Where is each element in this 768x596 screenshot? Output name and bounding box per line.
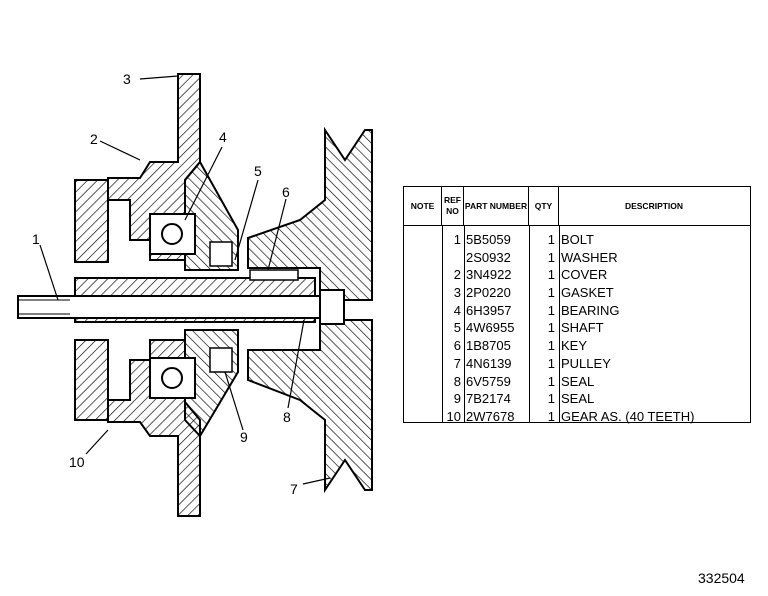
table-row: 8 6V5759 1 SEAL <box>404 373 750 391</box>
table-row: 1 5B5059 1 BOLT <box>404 231 750 249</box>
key <box>249 269 299 281</box>
callout-2: 2 <box>90 131 98 147</box>
part-number: 2S0932 <box>466 249 511 265</box>
assembly-cross-section-drawing <box>17 73 373 517</box>
ref-no: 6 <box>453 338 461 354</box>
table-row: 2S0932 1 WASHER <box>404 249 750 267</box>
description: BEARING <box>561 302 620 318</box>
bearing-upper <box>149 213 196 255</box>
ref-no: 5 <box>453 320 461 336</box>
qty: 1 <box>547 373 555 389</box>
callout-3: 3 <box>123 71 131 87</box>
ref-no: 2 <box>453 267 461 283</box>
qty: 1 <box>547 249 555 265</box>
col-divider <box>529 225 530 422</box>
seal-upper <box>209 241 233 267</box>
description: GEAR AS. (40 TEETH) <box>561 408 695 424</box>
qty: 1 <box>547 267 555 283</box>
part-number: 6V5759 <box>466 373 511 389</box>
callout-6: 6 <box>282 184 290 200</box>
table-row: 5 4W6955 1 SHAFT <box>404 319 750 337</box>
qty: 1 <box>547 285 555 301</box>
ref-no: 4 <box>453 302 461 318</box>
ref-no: 10 <box>446 408 461 424</box>
cover <box>74 179 109 263</box>
bolt-head <box>319 289 345 325</box>
table-row: 9 7B2174 1 SEAL <box>404 390 750 408</box>
part-number: 1B8705 <box>466 338 511 354</box>
part-number: 4N6139 <box>466 355 512 371</box>
pulley-upper <box>247 126 373 301</box>
part-number: 4W6955 <box>466 320 515 336</box>
part-number: 3N4922 <box>466 267 512 283</box>
qty: 1 <box>547 391 555 407</box>
table-row: 7 4N6139 1 PULLEY <box>404 355 750 373</box>
callout-8: 8 <box>283 409 291 425</box>
col-divider <box>464 225 465 422</box>
part-number: 6H3957 <box>466 302 512 318</box>
ref-no: 8 <box>453 373 461 389</box>
description: WASHER <box>561 249 618 265</box>
part-number: 2P0220 <box>466 285 511 301</box>
header-qty: QTY <box>529 187 559 225</box>
header-description: DESCRIPTION <box>624 200 684 211</box>
description: SEAL <box>561 373 595 389</box>
header-note: NOTE <box>404 187 442 225</box>
qty: 1 <box>547 338 555 354</box>
header-divider <box>404 225 750 226</box>
callout-1: 1 <box>32 231 40 247</box>
description: GASKET <box>561 285 614 301</box>
ref-no: 9 <box>453 391 461 407</box>
table-row: 6 1B8705 1 KEY <box>404 337 750 355</box>
col-divider <box>559 225 560 422</box>
qty: 1 <box>547 232 555 247</box>
callout-4: 4 <box>219 129 227 145</box>
qty: 1 <box>547 302 555 318</box>
callout-5: 5 <box>254 163 262 179</box>
callout-7: 7 <box>290 481 298 497</box>
qty: 1 <box>547 408 555 424</box>
callout-10: 10 <box>69 454 85 470</box>
part-number: 2W7678 <box>466 408 515 424</box>
header-ref-no: REF NO <box>442 187 464 225</box>
bolt <box>17 295 329 319</box>
seal-lower <box>209 347 233 373</box>
document-number: 332504 <box>698 570 745 586</box>
ref-no: 7 <box>453 355 461 371</box>
parts-table: NOTE REF NO PART NUMBER QTY DESCRIPTION … <box>403 186 751 426</box>
description: SHAFT <box>561 320 604 336</box>
ref-no: 1 <box>453 232 461 247</box>
qty: 1 <box>547 355 555 371</box>
callout-9: 9 <box>240 429 248 445</box>
table-row: 2 3N4922 1 COVER <box>404 266 750 284</box>
part-number: 5B5059 <box>466 232 511 247</box>
description: PULLEY <box>561 355 611 371</box>
description: SEAL <box>561 391 595 407</box>
table-row: 10 2W7678 1 GEAR AS. (40 TEETH) <box>404 408 750 426</box>
table-row: 4 6H3957 1 BEARING <box>404 302 750 320</box>
description: COVER <box>561 267 608 283</box>
qty: 1 <box>547 320 555 336</box>
ref-no: 3 <box>453 285 461 301</box>
col-divider <box>442 225 443 422</box>
cover-lower <box>74 339 109 421</box>
description: BOLT <box>561 232 594 247</box>
description: KEY <box>561 338 588 354</box>
part-number: 7B2174 <box>466 391 511 407</box>
pulley-lower <box>247 319 373 494</box>
header-part-number: PART NUMBER <box>464 187 529 225</box>
table-row: 3 2P0220 1 GASKET <box>404 284 750 302</box>
bearing-lower <box>149 357 196 399</box>
